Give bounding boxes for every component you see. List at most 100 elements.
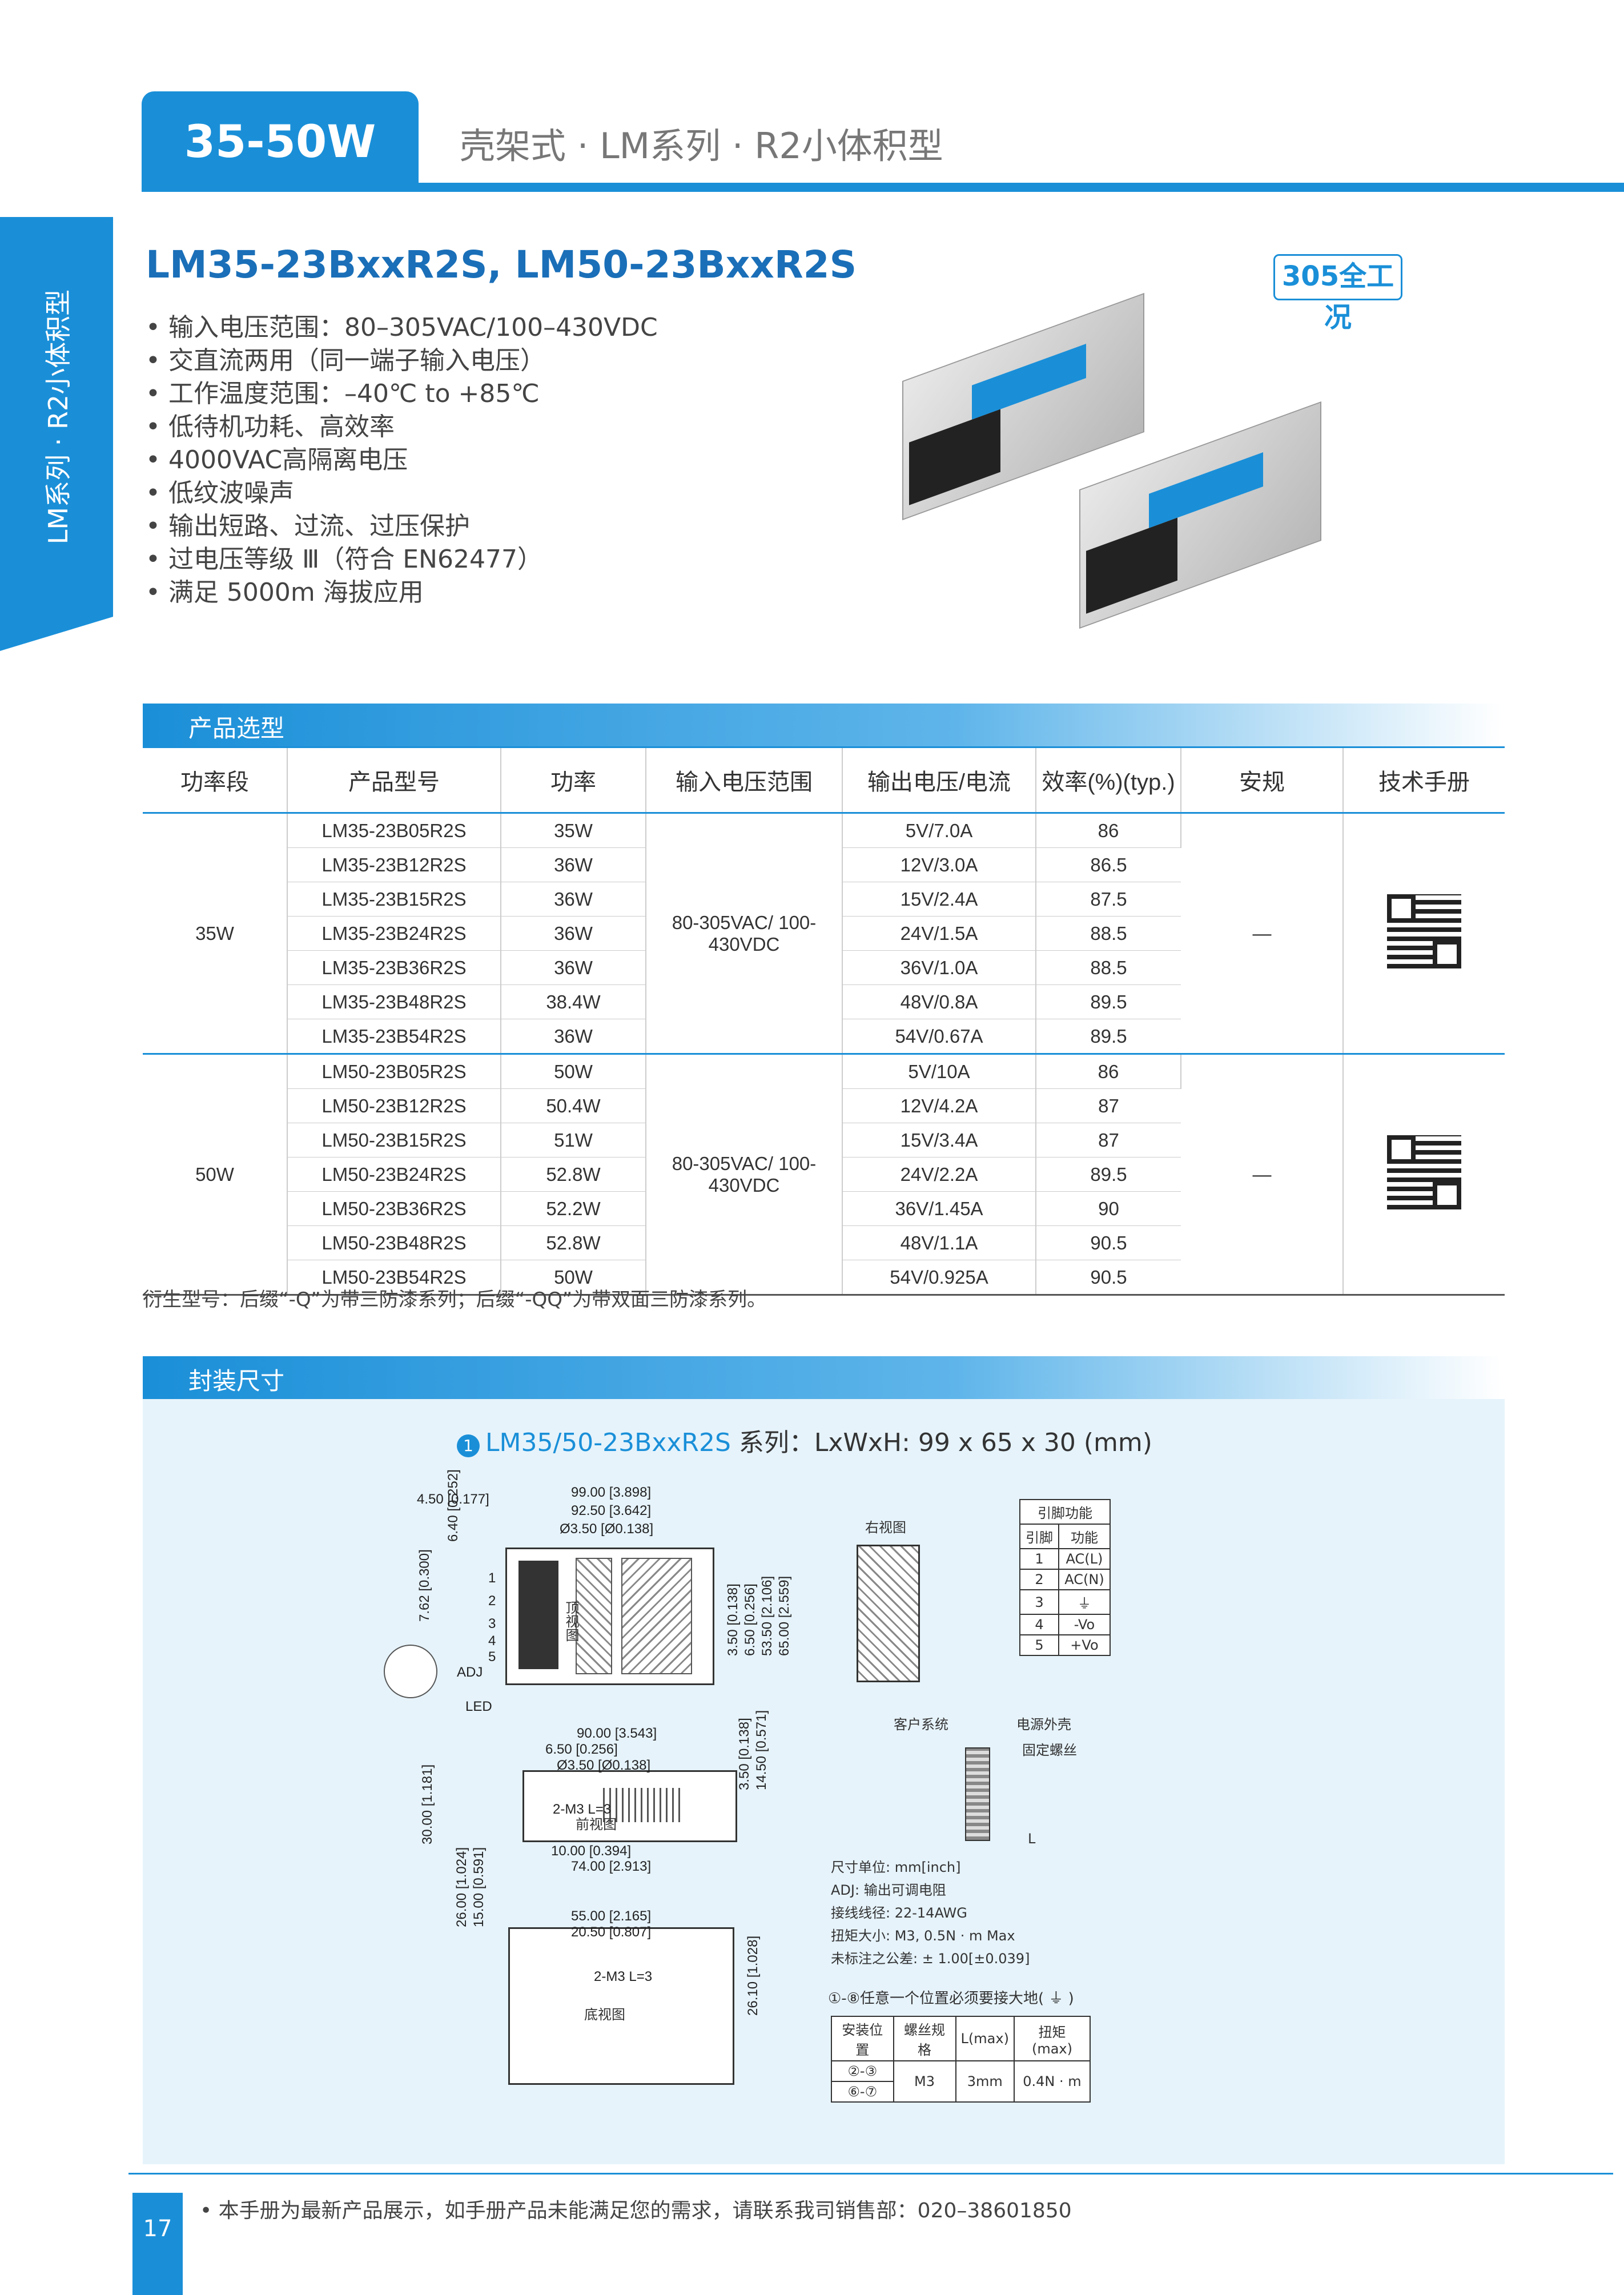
efficiency-cell: 87 (1036, 1123, 1181, 1157)
col-header: 输出电压/电流 (842, 747, 1036, 813)
pin-number: 3 (488, 1616, 496, 1631)
efficiency-cell: 86 (1036, 813, 1181, 848)
dim-label: 90.00 [3.543] (577, 1726, 657, 1741)
dim-label: 10.00 [0.394] (551, 1843, 632, 1859)
efficiency-cell: 87 (1036, 1088, 1181, 1123)
power-cell: 50.4W (501, 1088, 646, 1123)
section-header-package: 封装尺寸 (143, 1356, 1502, 1399)
header-rule (142, 183, 1624, 192)
dim-label: 2-M3 L=3 (553, 1802, 612, 1817)
screw-table-header: 安装位置 (831, 2016, 894, 2061)
dim-label: 3.50 [0.138] (737, 1718, 752, 1790)
efficiency-cell: 87.5 (1036, 882, 1181, 917)
section-title: 封装尺寸 (188, 1367, 285, 1395)
model-cell: LM50-23B54R2S (287, 1260, 501, 1295)
model-cell: LM35-23B15R2S (287, 882, 501, 917)
feature-item: 交直流两用（同一端子输入电压） (146, 344, 658, 377)
dim-label: 26.00 [1.024] (454, 1847, 469, 1927)
power-cell: 36W (501, 950, 646, 985)
power-cell: 52.8W (501, 1225, 646, 1260)
note-line: 接线线径: 22-14AWG (831, 1905, 967, 1921)
model-cell: LM35-23B48R2S (287, 984, 501, 1019)
safety-cell: — (1181, 813, 1344, 1054)
dim-label: 15.00 [0.591] (471, 1847, 487, 1927)
shell-label: 电源外壳 (1016, 1717, 1071, 1733)
dim-label: 55.00 [2.165] (571, 1908, 652, 1924)
pin-table-title: 引脚功能 (1019, 1499, 1111, 1525)
qr-code-icon[interactable] (1387, 894, 1461, 968)
output-cell: 48V/1.1A (842, 1225, 1036, 1260)
pin-table-header: 功能 (1058, 1524, 1111, 1549)
output-cell: 15V/2.4A (842, 882, 1036, 917)
model-cell: LM35-23B36R2S (287, 950, 501, 985)
power-cell: 38.4W (501, 984, 646, 1019)
dim-label: 6.50 [0.256] (742, 1583, 758, 1656)
input-voltage-cell: 80-305VAC/ 100-430VDC (646, 1053, 843, 1295)
client-system-label: 客户系统 (894, 1717, 948, 1733)
model-cell: LM35-23B05R2S (287, 813, 501, 848)
dim-label: 6.50 [0.256] (545, 1742, 618, 1757)
feature-item: 低待机功耗、高效率 (146, 411, 658, 444)
footer-rule (128, 2173, 1613, 2175)
qr-code-icon[interactable] (1387, 1135, 1461, 1209)
model-cell: LM50-23B24R2S (287, 1157, 501, 1192)
dim-label: 2-M3 L=3 (594, 1969, 653, 1984)
vent-pattern (576, 1558, 612, 1674)
l-label: L (1028, 1831, 1036, 1847)
qr-code-cell (1343, 1053, 1505, 1295)
qr-code-cell (1343, 813, 1505, 1054)
pin-number: 5 (488, 1649, 496, 1665)
bottom-view-drawing: 底视图 (508, 1927, 734, 2085)
efficiency-cell: 86 (1036, 1053, 1181, 1089)
screw-position-cell: ②-③ (831, 2060, 894, 2082)
note-line: 尺寸单位: mm[inch] (831, 1859, 961, 1875)
power-cell: 50W (501, 1260, 646, 1295)
output-cell: 54V/0.925A (842, 1260, 1036, 1295)
output-cell: 36V/1.0A (842, 950, 1036, 985)
output-cell: 12V/3.0A (842, 847, 1036, 882)
pin-table-header: 引脚 (1019, 1524, 1059, 1549)
top-view-label: 顶视图 (563, 1601, 579, 1642)
screw-label: 固定螺丝 (1022, 1742, 1077, 1758)
package-number: 1 (457, 1434, 480, 1457)
badge-logo: 305全工况 (1273, 254, 1402, 333)
power-cell: 36W (501, 847, 646, 882)
output-cell: 15V/3.4A (842, 1123, 1036, 1157)
output-cell: 24V/1.5A (842, 916, 1036, 951)
dim-label: 65.00 [2.559] (777, 1575, 792, 1656)
efficiency-cell: 89.5 (1036, 1157, 1181, 1192)
col-header: 安规 (1181, 747, 1344, 813)
pin-number: 1 (488, 1570, 496, 1586)
efficiency-cell: 88.5 (1036, 950, 1181, 985)
output-cell: 12V/4.2A (842, 1088, 1036, 1123)
pin-number-cell: 2 (1019, 1569, 1059, 1590)
dim-label: 99.00 [3.898] (571, 1485, 652, 1500)
vent-pattern (621, 1558, 692, 1674)
dim-label: 26.10 [1.028] (745, 1935, 761, 2016)
power-cell: 35W (501, 813, 646, 848)
efficiency-cell: 90 (1036, 1191, 1181, 1226)
note-line: 扭矩大小: M3, 0.5N · m Max (831, 1928, 1015, 1944)
power-cell: 51W (501, 1123, 646, 1157)
dim-label: 20.50 [0.807] (571, 1924, 652, 1940)
model-cell: LM50-23B15R2S (287, 1123, 501, 1157)
dim-label: Ø3.50 [Ø0.138] (560, 1521, 654, 1537)
power-band-cell: 50W (143, 1053, 288, 1295)
safety-cell: — (1181, 1053, 1344, 1295)
feature-list: 输入电压范围：80–305VAC/100–430VDC 交直流两用（同一端子输入… (146, 311, 658, 609)
col-header: 效率(%)(typ.) (1036, 747, 1181, 813)
dim-label: Ø3.50 [Ø0.138] (557, 1758, 651, 1773)
model-cell: LM35-23B24R2S (287, 916, 501, 951)
adj-label: ADJ (457, 1665, 483, 1680)
efficiency-cell: 88.5 (1036, 916, 1181, 951)
feature-item: 输出短路、过流、过压保护 (146, 510, 658, 543)
section-header-selection: 产品选型 (143, 704, 1502, 746)
model-cell: LM35-23B12R2S (287, 847, 501, 882)
